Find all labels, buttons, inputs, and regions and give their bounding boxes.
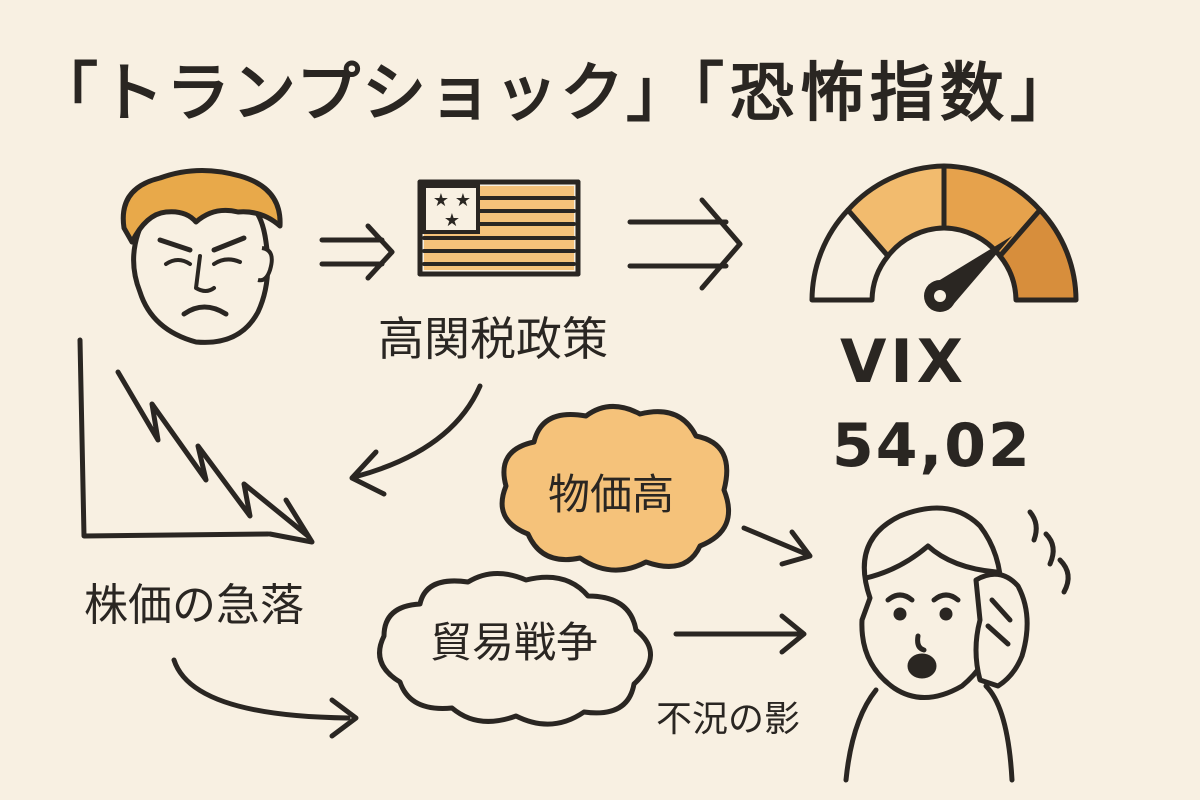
arrow-flag-to-vix [627, 197, 743, 291]
arrow-trump-to-flag [319, 223, 395, 281]
falling-stock-chart-icon [77, 337, 315, 545]
svg-text:★: ★ [455, 190, 471, 211]
svg-text:★: ★ [444, 210, 460, 231]
label-high-tariff-policy: 高関税政策 [378, 312, 608, 366]
label-recession-shadow: 不況の影 [656, 699, 801, 740]
title-trump-shock: 「トランプショック」 [34, 57, 693, 131]
trump-face-icon [120, 168, 283, 345]
vix-label: VIX [840, 327, 968, 397]
arrow-trade-to-person [673, 613, 807, 655]
label-high-prices: 物価高 [548, 470, 675, 519]
fear-gauge-icon [809, 163, 1079, 312]
title-fear-index: 「恐怖指数」 [660, 57, 1080, 131]
arrow-policy-to-stocks [349, 383, 483, 497]
arrow-prices-to-person [741, 525, 813, 567]
thought-cloud-icon [377, 571, 653, 727]
worried-person-icon [843, 505, 1071, 783]
vix-value: 54,02 [832, 411, 1032, 481]
svg-text:★: ★ [433, 190, 449, 211]
label-trade-war: 貿易戦争 [430, 618, 599, 667]
us-flag-icon: ★ ★ ★ [417, 179, 581, 277]
label-stock-crash: 株価の急落 [84, 580, 304, 631]
thought-cloud-icon [499, 404, 731, 573]
arrow-stocks-down [171, 657, 359, 739]
